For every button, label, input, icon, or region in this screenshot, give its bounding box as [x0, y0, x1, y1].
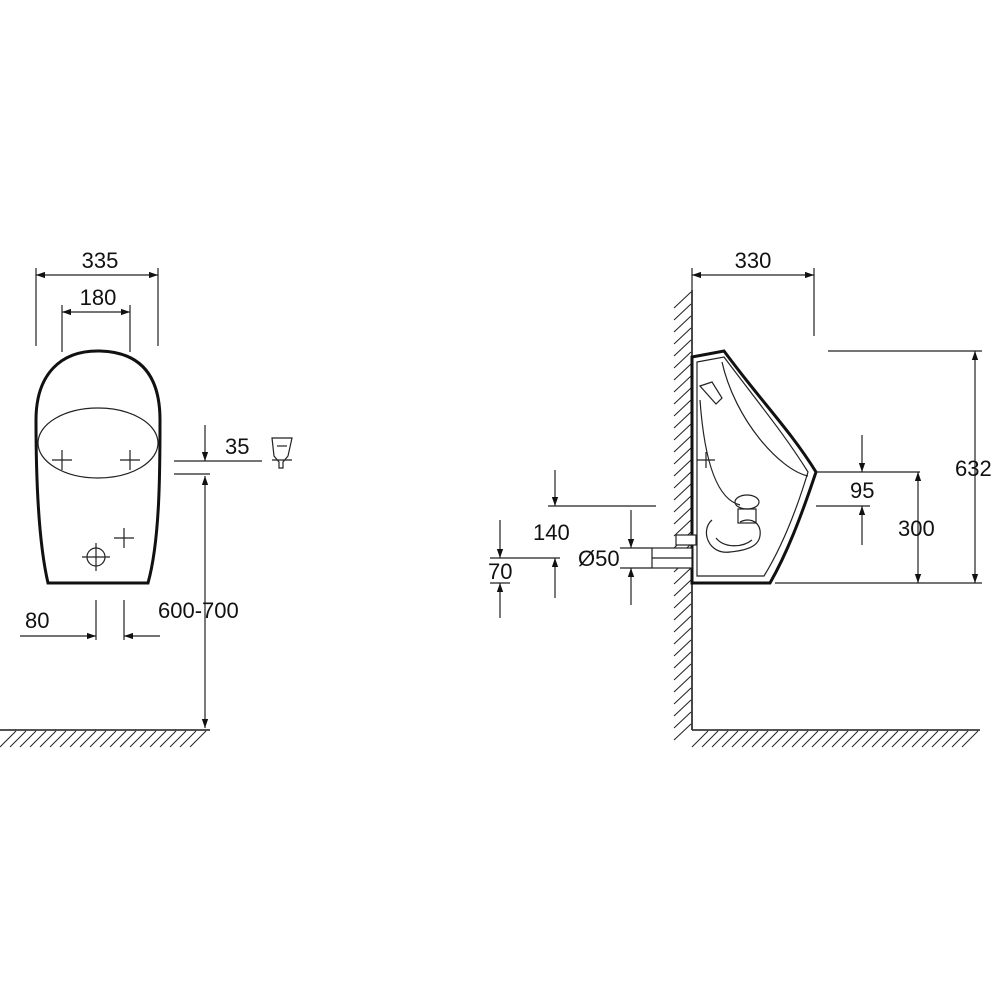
dim-label-330: 330	[735, 248, 772, 273]
dim-label-70: 70	[488, 559, 512, 584]
side-urinal-body	[690, 349, 818, 585]
side-inlet-spreader	[697, 381, 723, 468]
side-bowl-curve	[699, 361, 809, 506]
dim-label-diameter: Ø50	[578, 546, 620, 571]
side-dim-140: 140	[533, 470, 656, 598]
front-dim-80: 80	[20, 600, 160, 640]
side-trap	[705, 494, 761, 553]
front-drain-hole	[82, 543, 110, 571]
side-outlet-pipe	[651, 534, 697, 569]
front-view: 335 180 35 600-700	[0, 248, 293, 748]
front-fixing-holes	[52, 450, 140, 548]
front-floor	[0, 729, 210, 748]
side-dim-70: 70	[488, 520, 560, 618]
front-urinal-body	[34, 349, 162, 585]
dim-label-35: 35	[225, 434, 249, 459]
side-dim-300: 300	[898, 472, 935, 583]
side-view: 330 632 95 300 140	[488, 248, 992, 748]
dim-label-180: 180	[80, 285, 117, 310]
front-bowl-opening	[37, 407, 159, 479]
dim-label-140: 140	[533, 520, 570, 545]
dim-label-80: 80	[25, 608, 49, 633]
side-dim-diameter: Ø50	[578, 510, 652, 605]
side-dim-632: 632	[775, 350, 992, 584]
dim-label-95: 95	[850, 478, 874, 503]
front-dim-600-700: 600-700	[158, 476, 239, 728]
side-dim-95: 95	[816, 435, 920, 545]
dim-label-600-700: 600-700	[158, 598, 239, 623]
dim-label-300: 300	[898, 516, 935, 541]
side-urinal-inner	[696, 356, 809, 577]
side-wall	[673, 290, 693, 741]
front-dim-35: 35	[174, 425, 293, 475]
side-floor	[691, 729, 980, 748]
front-dim-335: 335	[35, 248, 159, 346]
dim-label-632: 632	[955, 456, 992, 481]
side-dim-330: 330	[691, 248, 815, 336]
dim-label-335: 335	[82, 248, 119, 273]
inlet-valve-icon	[271, 437, 293, 469]
front-dim-180: 180	[61, 285, 131, 352]
